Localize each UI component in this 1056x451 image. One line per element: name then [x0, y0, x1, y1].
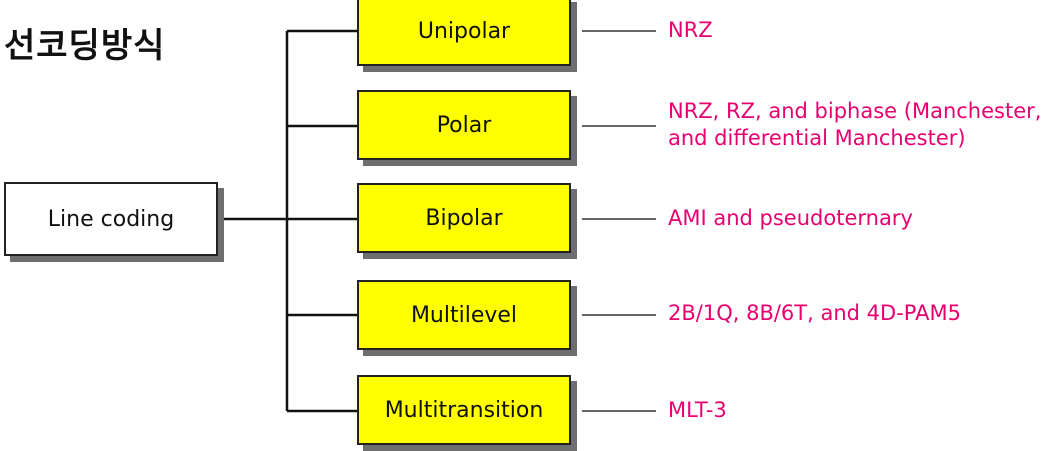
- category-box-multitransition: Multitransition: [357, 375, 571, 445]
- scheme-text: and differential Manchester): [668, 126, 966, 150]
- category-label-multilevel: Multilevel: [410, 302, 518, 328]
- schemes-multilevel: 2B/1Q, 8B/6T, and 4D-PAM5: [668, 300, 961, 327]
- scheme-text: NRZ, RZ, and biphase (Manchester,: [668, 99, 1042, 123]
- scheme-text: MLT-3: [668, 398, 727, 422]
- category-box-bipolar: Bipolar: [357, 183, 571, 253]
- category-box-multilevel: Multilevel: [357, 280, 571, 350]
- category-label-bipolar: Bipolar: [425, 205, 503, 231]
- page-title: 선코딩방식: [4, 26, 166, 66]
- root-label: Line coding: [47, 206, 175, 232]
- category-label-unipolar: Unipolar: [417, 18, 511, 44]
- schemes-bipolar: AMI and pseudoternary: [668, 205, 913, 232]
- root-box-line-coding: Line coding: [4, 182, 218, 256]
- category-label-multitransition: Multitransition: [384, 397, 544, 423]
- schemes-polar: NRZ, RZ, and biphase (Manchester, and di…: [668, 98, 1041, 152]
- scheme-text: NRZ: [668, 18, 713, 42]
- scheme-text: AMI and pseudoternary: [668, 206, 913, 230]
- category-box-polar: Polar: [357, 90, 571, 160]
- scheme-text: 2B/1Q, 8B/6T, and 4D-PAM5: [668, 301, 961, 325]
- category-label-polar: Polar: [436, 112, 492, 138]
- category-box-unipolar: Unipolar: [357, 0, 571, 66]
- schemes-unipolar: NRZ: [668, 17, 713, 44]
- schemes-multitransition: MLT-3: [668, 397, 727, 424]
